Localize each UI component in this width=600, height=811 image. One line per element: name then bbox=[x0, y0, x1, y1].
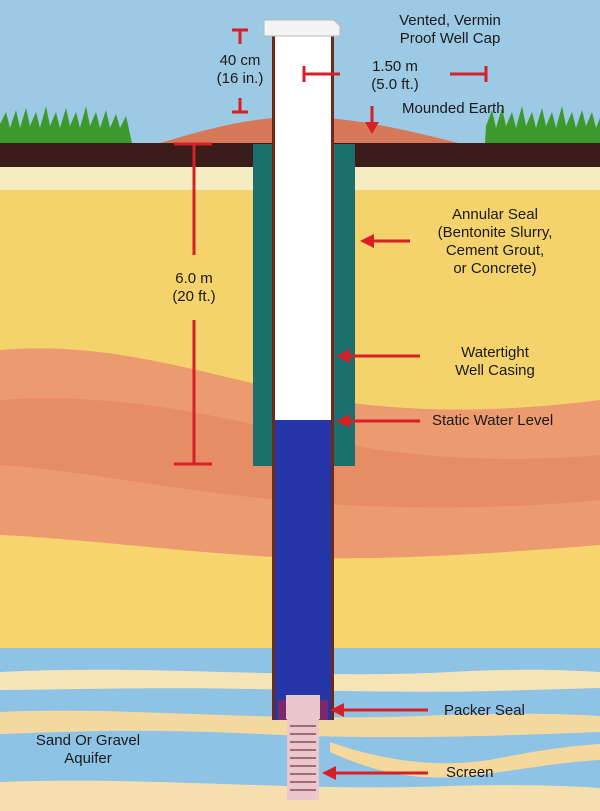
aquifer-band-3 bbox=[330, 742, 600, 778]
cap-width-label: 1.50 m(5.0 ft.) bbox=[371, 58, 419, 93]
static-water-arrow bbox=[336, 414, 420, 428]
mounded-earth-label: Mounded Earth bbox=[402, 100, 505, 117]
screen-slots bbox=[290, 725, 316, 791]
packer-seal-top bbox=[286, 695, 320, 719]
cap-width-marker bbox=[302, 66, 488, 82]
well-cap bbox=[263, 19, 341, 37]
screen-arrow bbox=[322, 766, 428, 780]
well-casing-arrow bbox=[336, 349, 420, 363]
cap-height-marker bbox=[232, 28, 248, 114]
grass-right bbox=[485, 106, 600, 143]
seal-depth-label: 6.0 m(20 ft.) bbox=[172, 270, 216, 305]
screen-label: Screen bbox=[446, 764, 494, 781]
annular-seal-label: Annular Seal(Bentonite Slurry,Cement Gro… bbox=[437, 206, 553, 277]
packer-seal-label: Packer Seal bbox=[444, 702, 525, 719]
static-water-level-label: Static Water Level bbox=[432, 412, 554, 429]
cap-height-label: 40 cm(16 in.) bbox=[216, 52, 264, 87]
mounded-earth-arrow bbox=[365, 106, 379, 134]
grass-left bbox=[0, 106, 132, 143]
packer-seal-arrow bbox=[330, 703, 428, 717]
seal-depth-marker bbox=[174, 142, 212, 466]
well-casing bbox=[275, 30, 331, 422]
well-water bbox=[275, 420, 331, 720]
annular-seal-arrow bbox=[360, 234, 410, 248]
